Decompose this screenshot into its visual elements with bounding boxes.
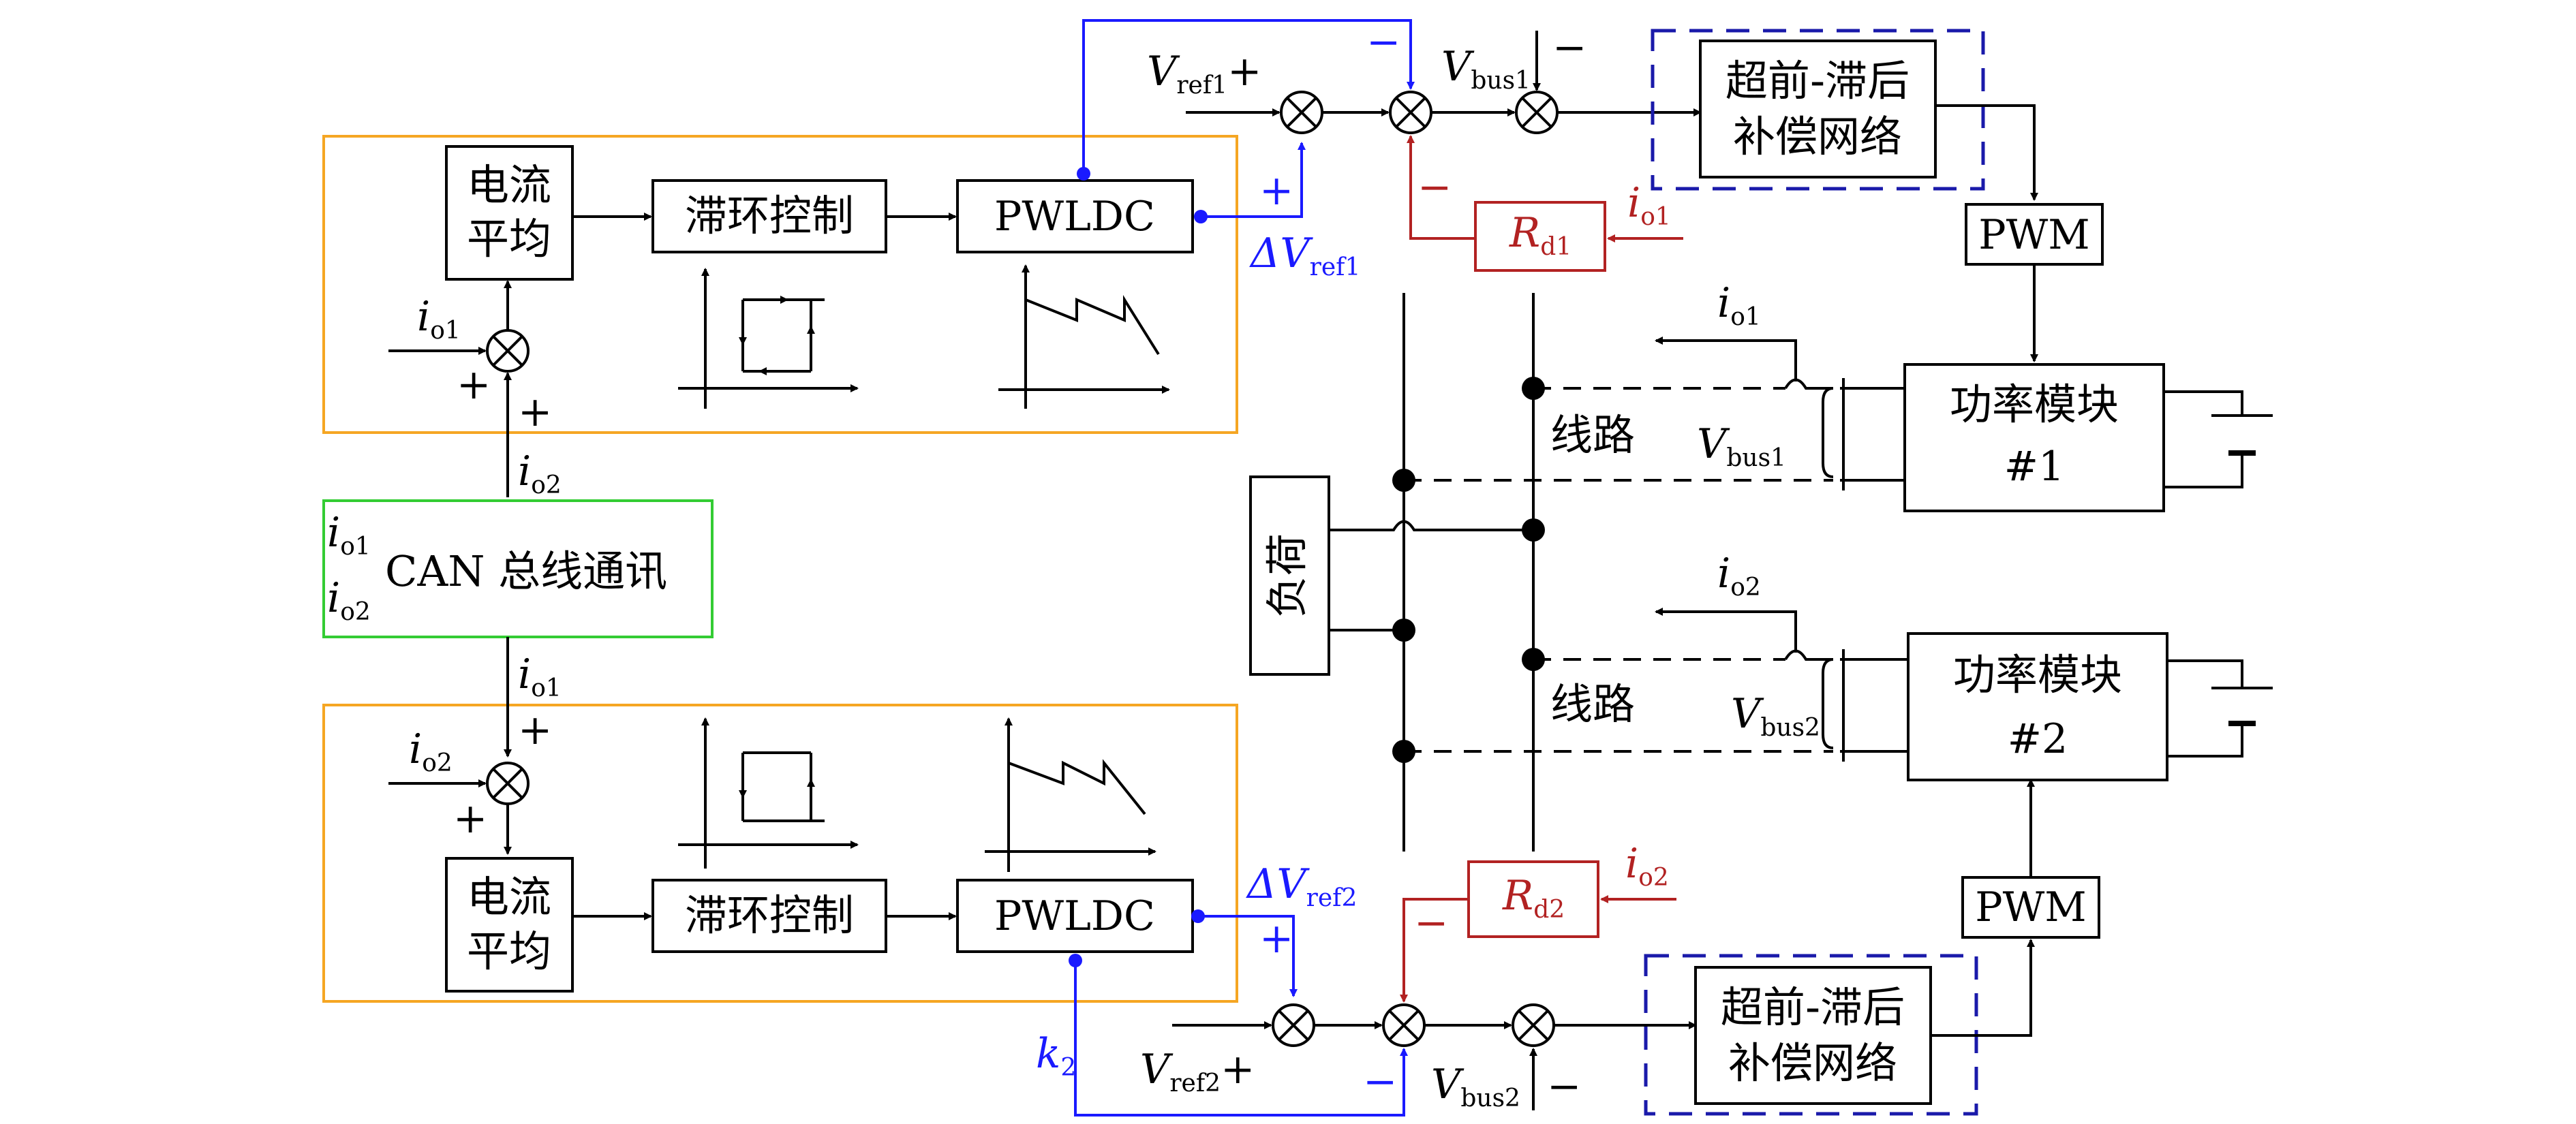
hysteresis-label-bottom: 滞环控制 xyxy=(685,890,854,940)
wire-pwldc-tap-top xyxy=(1082,19,1415,174)
hysteresis-graph-bottom xyxy=(678,717,859,869)
can-bus-label: CAN 总线通讯 xyxy=(385,546,667,596)
pwm2-label: PWM xyxy=(1975,884,2086,931)
input-io1-top: io1 xyxy=(417,293,461,345)
plus-sign-a-top: + xyxy=(457,361,491,409)
dvref2-label: ΔVref2 xyxy=(1246,860,1357,912)
can-io2-label: io2 xyxy=(327,574,371,626)
vbus1-label-loop: Vbus1 xyxy=(1441,43,1531,95)
load-block xyxy=(1249,475,1330,676)
k2-label: k2 xyxy=(1036,1030,1076,1082)
current-average-block-bottom xyxy=(445,857,574,993)
vbus2-minus: − xyxy=(1547,1063,1581,1110)
vbus1-brace xyxy=(1822,387,1834,478)
comp2-line2: 补偿网络 xyxy=(1728,1038,1897,1088)
power-io1-label: io1 xyxy=(1717,279,1761,331)
vref2-label: Vref2+ xyxy=(1140,1046,1255,1097)
plus-sign-b-top: + xyxy=(518,388,552,436)
input-io1-bottom: io1 xyxy=(518,651,562,702)
controller-frame-bottom xyxy=(322,704,1238,1003)
battery1-wire-top xyxy=(2164,390,2243,416)
module2-line1: 功率模块 xyxy=(1953,650,2122,700)
pwm1-label: PWM xyxy=(1978,211,2089,259)
io1-sense-arrow xyxy=(1655,337,1797,381)
pwldc-graph-top xyxy=(998,264,1170,409)
dvref1-plus: + xyxy=(1259,167,1293,215)
rd1-io1-label: io1 xyxy=(1627,179,1671,231)
controller-frame-top xyxy=(322,135,1238,434)
pwldc-label-top: PWLDC xyxy=(994,193,1155,240)
dvref1-label: ΔVref1 xyxy=(1249,230,1360,281)
current-average-label-2: 平均 xyxy=(467,214,551,264)
minus-bottom-loop2: − xyxy=(1363,1058,1397,1106)
wire-rd1-to-sum xyxy=(1407,135,1475,240)
dvref2-plus: + xyxy=(1259,915,1293,963)
can-bus-frame xyxy=(322,499,714,638)
module1-line2: #1 xyxy=(2004,443,2064,490)
input-io2-top: io2 xyxy=(518,448,562,499)
plus-sign-b-bottom: + xyxy=(518,706,552,754)
compensator-frame-1 xyxy=(1651,29,1985,191)
current-average-label-2-bottom: 平均 xyxy=(467,926,551,976)
rd1-minus: − xyxy=(1417,163,1452,211)
current-average-label-1: 电流 xyxy=(467,160,551,210)
virtual-resistor-rd1 xyxy=(1474,201,1606,272)
rd2-io2-label: io2 xyxy=(1625,840,1669,892)
vbus1-minus: − xyxy=(1552,24,1586,72)
compensator-block-1 xyxy=(1699,40,1937,178)
comp2-line1: 超前-滞后 xyxy=(1721,982,1905,1032)
power-io2-label: io2 xyxy=(1717,550,1761,602)
comp1-line1: 超前-滞后 xyxy=(1726,56,1910,106)
line2-label: 线路 xyxy=(1550,679,1635,729)
wire-comp1-to-pwm xyxy=(1935,104,2038,201)
rd2-label: Rd2 xyxy=(1502,872,1565,924)
vref1-label: Vref1+ xyxy=(1147,48,1261,99)
io2-sense-arrow xyxy=(1655,608,1797,653)
line1-label: 线路 xyxy=(1550,410,1635,460)
power-module-1 xyxy=(1903,363,2165,512)
current-average-label-1-bottom: 电流 xyxy=(467,872,551,922)
vbus2-brace xyxy=(1822,658,1834,749)
comp1-line2: 补偿网络 xyxy=(1733,112,1902,161)
vbus2-label-loop: Vbus2 xyxy=(1431,1061,1520,1112)
rd1-label: Rd1 xyxy=(1509,209,1571,261)
vbus1-label-power: Vbus1 xyxy=(1697,420,1786,472)
hysteresis-graph-top xyxy=(678,268,859,409)
can-io1-label: io1 xyxy=(327,509,371,561)
rd2-minus: − xyxy=(1414,899,1448,947)
power-module-2 xyxy=(1907,632,2168,781)
load-label: 负荷 xyxy=(1262,533,1312,618)
module1-line1: 功率模块 xyxy=(1950,379,2119,429)
wire-k2 xyxy=(1074,961,1408,1117)
minus-top-loop1: − xyxy=(1366,18,1400,66)
current-average-block-top xyxy=(445,145,574,281)
input-io2-bottom: io2 xyxy=(409,725,453,777)
wire-dvref1 xyxy=(1201,142,1306,218)
pwldc-graph-bottom xyxy=(985,717,1156,872)
load-wire-positive xyxy=(1329,520,1533,531)
pwldc-block-top xyxy=(956,179,1194,253)
module2-line2: #2 xyxy=(2008,715,2068,763)
wire-dvref2 xyxy=(1198,915,1298,997)
hysteresis-label-top: 滞环控制 xyxy=(685,191,854,240)
plus-sign-a-bottom: + xyxy=(453,795,487,843)
pwldc-label-bottom: PWLDC xyxy=(994,892,1155,940)
vbus2-label-power: Vbus2 xyxy=(1731,690,1820,742)
